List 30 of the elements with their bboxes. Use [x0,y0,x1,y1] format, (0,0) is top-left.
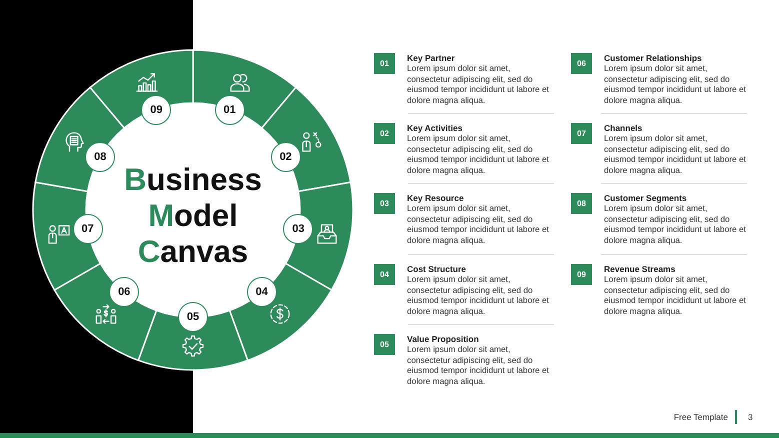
number-badge: 04 [374,264,395,285]
page-number: 3 [748,411,753,423]
item-description: Lorem ipsum dolor sit amet, consectetur adipiscing elit, sed do eiusmod tempor incididunt ut labore et dolore magna aliqua. [604,63,747,106]
item-description: Lorem ipsum dolor sit amet, consectetur adipiscing elit, sed do eiusmod tempor incididunt ut labore et dolore magna aliqua. [604,274,747,316]
number-badge: 06 [571,53,592,74]
item-heading: Customer Relationships [604,53,702,63]
item-heading: Key Activities [407,123,462,133]
item-heading: Key Partner [407,53,455,63]
item-heading: Revenue Streams [604,264,676,274]
item-description: Lorem ipsum dolor sit amet, consectetur adipiscing elit, sed do eiusmod tempor incididunt ut labore et dolore magna aliqua. [407,133,550,176]
number-badge: 09 [571,264,592,285]
number-badge: 07 [571,123,592,144]
number-badge: 05 [374,334,395,355]
number-badge: 08 [571,193,592,214]
number-badge: 03 [374,193,395,214]
item-description: Lorem ipsum dolor sit amet, consectetur adipiscing elit, sed do eiusmod tempor incididunt ut labore et dolore magna aliqua. [604,133,747,176]
item-description: Lorem ipsum dolor sit amet, consectetur adipiscing elit, sed do eiusmod tempor incididunt ut labore et dolore magna aliqua. [407,203,550,246]
item-heading: Cost Structure [407,264,466,274]
item-description: Lorem ipsum dolor sit amet, consectetur adipiscing elit, sed do eiusmod tempor incididunt ut labore et dolore magna aliqua. [407,274,550,316]
number-badge: 01 [374,53,395,74]
item-description: Lorem ipsum dolor sit amet, consectetur adipiscing elit, sed do eiusmod tempor incididunt ut labore et dolore magna aliqua. [407,63,550,106]
footer-text: Free Template [674,411,728,423]
item-heading: Channels [604,123,642,133]
number-badge: 02 [374,123,395,144]
canvas-title: Business Model Canvas [124,162,262,270]
item-heading: Key Resource [407,193,464,203]
item-description: Lorem ipsum dolor sit amet, consectetur adipiscing elit, sed do eiusmod tempor incididunt ut labore et dolore magna aliqua. [604,203,747,246]
item-heading: Customer Segments [604,193,687,203]
item-heading: Value Proposition [407,334,479,344]
item-description: Lorem ipsum dolor sit amet, consectetur adipiscing elit, sed do eiusmod tempor incididunt ut labore et dolore magna aliqua. [407,344,550,386]
